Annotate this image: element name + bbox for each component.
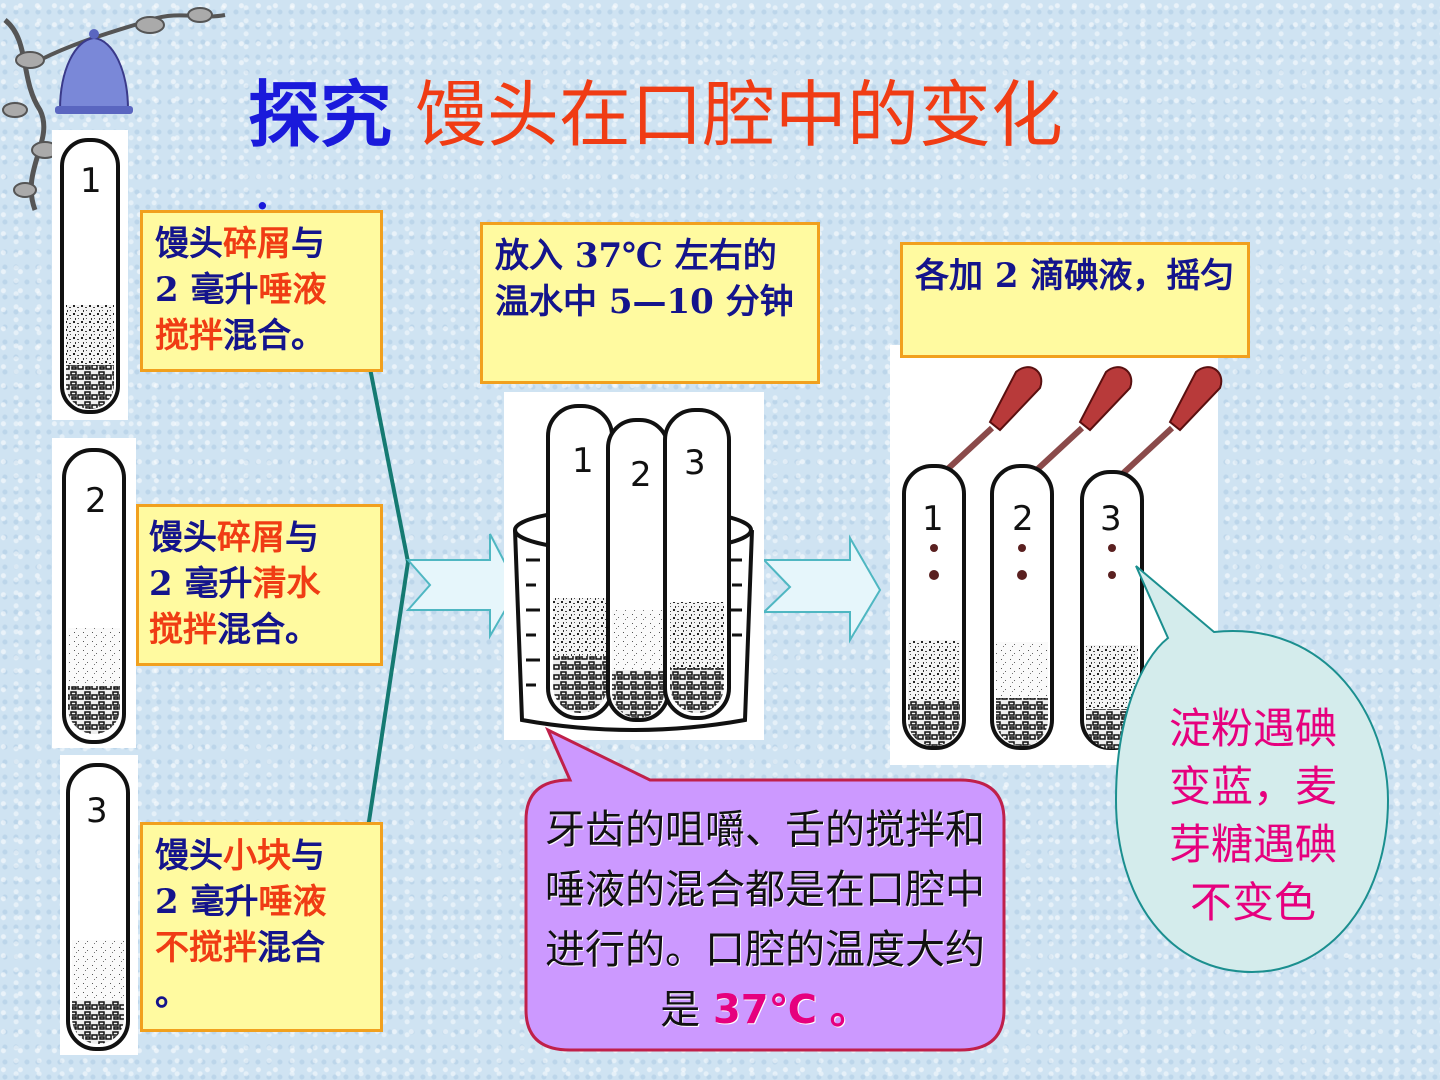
box3-text-3: 2 毫升: [155, 882, 259, 922]
result-line-1: 淀粉遇碘: [1168, 704, 1337, 753]
result-line-3: 芽糖遇碘: [1168, 820, 1337, 869]
result-line-4: 不变色: [1189, 878, 1316, 927]
box1-hl-1: 碎屑: [223, 224, 291, 264]
box-tube-3: 馒头小块与 2 毫升唾液 不搅拌混合 。: [140, 822, 383, 1032]
left-tube-1: [52, 130, 128, 420]
step2-text: 放入 37℃ 左右的温水中 5—10 分钟: [495, 236, 794, 322]
box-tube-1: 馒头碎屑与 2 毫升唾液 搅拌混合。: [140, 210, 383, 372]
box3-hl-1: 小块: [223, 836, 291, 876]
step3-text: 各加 2 滴碘液，摇匀: [915, 256, 1235, 296]
box3-text-2: 与: [291, 836, 325, 876]
iodine-tube-3-number: 3: [1100, 499, 1122, 539]
box3-hl-2: 唾液: [258, 882, 327, 922]
title-prefix: 探究: [248, 73, 393, 157]
iodine-tube-1-number: 1: [922, 499, 944, 539]
mouth-bubble: 牙齿的咀嚼、舌的搅拌和唾液的混合都是在口腔中进行的。口腔的温度大约是 37℃ 。: [528, 800, 1002, 1040]
mouth-bubble-shape: [524, 726, 1006, 1052]
connector-lines: [366, 357, 410, 829]
mouth-bubble-end: 。: [829, 987, 870, 1033]
left-tube-1-number: 1: [80, 161, 102, 201]
box-tube-2: 馒头碎屑与 2 毫升清水 搅拌混合。: [136, 504, 383, 666]
left-tube-3: [60, 755, 138, 1055]
beaker: [504, 392, 764, 740]
bell-icon: [55, 29, 133, 114]
box3-text-1: 馒头: [155, 836, 223, 876]
box3-text-4: 混合: [257, 928, 325, 968]
box2-text-4: 混合。: [217, 610, 319, 650]
left-tube-2-number: 2: [85, 481, 107, 521]
arrow-right-1: [405, 533, 520, 640]
box1-text-1: 馒头: [155, 224, 223, 264]
box-step-iodine: 各加 2 滴碘液，摇匀: [900, 242, 1250, 358]
box2-text-2: 与: [285, 518, 319, 558]
box2-text-1: 馒头: [149, 518, 217, 558]
result-line-2: 变蓝，麦: [1168, 762, 1337, 811]
result-bubble: 淀粉遇碘 变蓝，麦 芽糖遇碘 不变色: [1130, 700, 1376, 932]
box1-text-4: 混合。: [223, 316, 325, 356]
mouth-bubble-text: 牙齿的咀嚼、舌的搅拌和唾液的混合都是在口腔中进行的。口腔的温度大约是: [545, 807, 985, 1033]
box1-hl-3: 搅拌: [155, 316, 223, 356]
left-tube-3-number: 3: [86, 791, 108, 831]
left-tube-2: [52, 438, 136, 748]
box1-text-3: 2 毫升: [155, 270, 259, 310]
box3-text-5: 。: [155, 974, 189, 1014]
box1-hl-2: 唾液: [258, 270, 327, 310]
box3-hl-3: 不搅拌: [155, 928, 257, 968]
title-main: 馒头在口腔中的变化: [414, 73, 1063, 157]
box2-text-3: 2 毫升: [149, 564, 253, 604]
box2-hl-1: 碎屑: [217, 518, 285, 558]
beaker-tube-3-number: 3: [684, 443, 706, 483]
box2-hl-2: 清水: [252, 564, 321, 604]
mouth-bubble-temp: 37℃: [712, 987, 818, 1033]
beaker-tube-1-number: 1: [572, 441, 594, 481]
box2-hl-3: 搅拌: [149, 610, 217, 650]
iodine-tube-2-number: 2: [1012, 499, 1034, 539]
box1-text-2: 与: [291, 224, 325, 264]
result-bubble-shape: [1114, 565, 1390, 974]
beaker-tube-2-number: 2: [630, 455, 652, 495]
iodine-panel: [890, 345, 1223, 765]
vine-decoration: [2, 7, 226, 211]
box-step-warm-water: 放入 37℃ 左右的温水中 5—10 分钟: [480, 222, 820, 384]
arrow-right-2: [761, 534, 882, 644]
page-title: 探究 馒头在口腔中的变化: [248, 70, 1063, 160]
